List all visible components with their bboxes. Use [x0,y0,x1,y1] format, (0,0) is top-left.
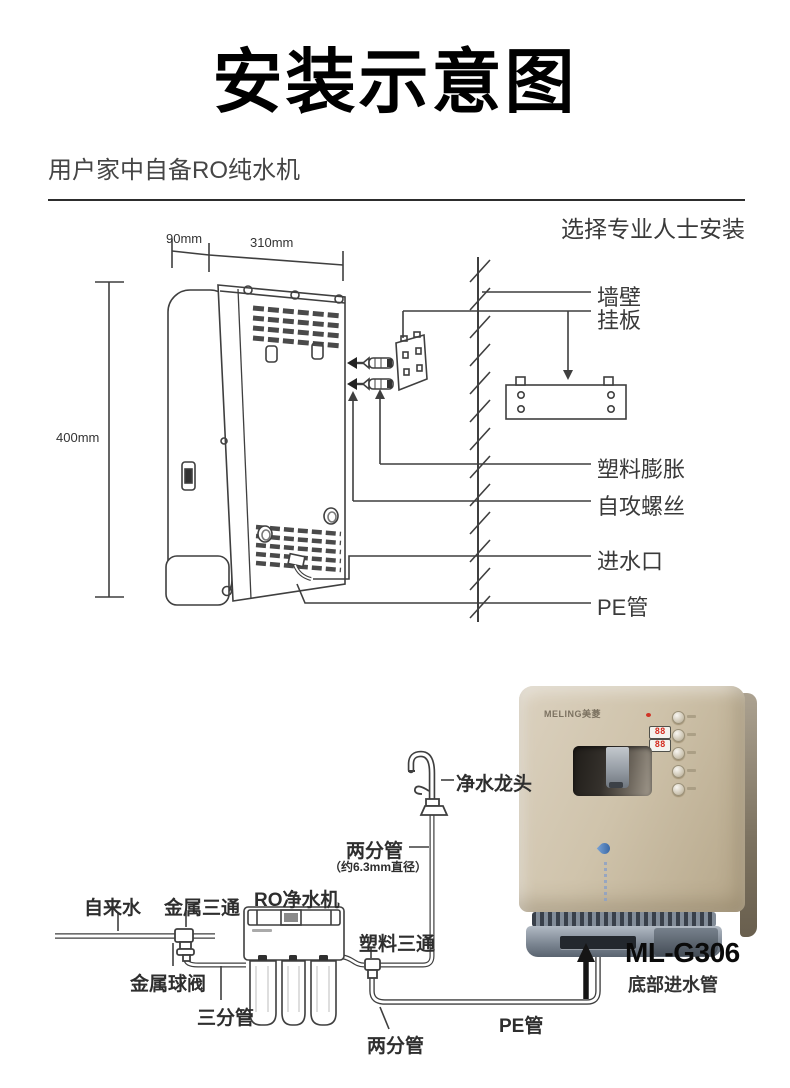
label-plastic-tee: 塑料三通 [359,934,436,955]
divider-line [48,199,745,201]
label-self-tapping-screw: 自攻螺丝 [597,494,686,519]
control-button-5 [672,783,685,796]
ro-unit-drawing [243,906,345,1026]
tray-right-block [654,928,718,956]
button-label-mark [687,787,696,790]
label-plastic-anchor: 塑料膨胀 [597,457,686,482]
product-caption: 底部进水管 [628,975,718,995]
label-tap-water: 自来水 [84,898,142,919]
label-mount-bracket: 挂板 [597,308,642,333]
unit-back-drawing [165,284,346,606]
label-wall: 墙壁 [597,285,642,310]
plastic-tee-drawing [364,958,381,979]
dim-400mm: 400mm [56,430,100,445]
wall-hatch [469,257,491,622]
control-button-4 [672,765,685,778]
faucet-drawing [407,750,449,816]
top-leader-lines [296,291,591,604]
control-button-3 [672,747,685,760]
professional-install-note: 选择专业人士安装 [561,216,745,242]
vertical-slogan-mark [604,862,607,902]
control-button-2 [672,729,685,742]
label-quarter-pipe-bottom: 两分管 [367,1036,425,1057]
status-led [646,713,651,717]
dim-310mm: 310mm [250,235,294,250]
label-pe-pipe-bottom: PE管 [499,1016,544,1037]
product-photo: MELING美菱 88 88 [519,686,761,966]
product-model: ML-G306 [625,937,740,968]
product-front-panel [519,686,745,912]
brand-logo: MELING美菱 [544,709,601,719]
page-title: 安装示意图 [212,43,578,121]
top-dimension-lines [95,239,344,598]
label-water-inlet: 进水口 [597,549,664,574]
label-quarter-pipe-note: （约6.3mm直径） [329,860,428,874]
button-label-mark [687,715,696,718]
drip-tray-grill [532,912,716,927]
temperature-display-top: 88 [649,726,671,739]
label-faucet: 净水龙头 [456,774,533,795]
temperature-display-bottom: 88 [649,739,671,752]
button-label-mark [687,769,696,772]
label-three-point-pipe: 三分管 [197,1008,255,1029]
label-pe-pipe-top: PE管 [597,595,649,620]
page-subtitle: 用户家中自备RO纯水机 [48,157,300,184]
dim-90mm: 90mm [166,231,203,246]
label-ro-purifier: RO净水机 [254,890,340,911]
button-label-mark [687,733,696,736]
label-metal-ball-valve: 金属球阀 [130,974,207,995]
metal-tee-valve-drawing [174,928,195,962]
control-button-1 [672,711,685,724]
mounting-plate-drawing [395,331,627,420]
water-spout [606,747,629,788]
button-label-mark [687,751,696,754]
label-metal-tee: 金属三通 [164,898,241,919]
screws-anchors-drawing [347,356,394,391]
